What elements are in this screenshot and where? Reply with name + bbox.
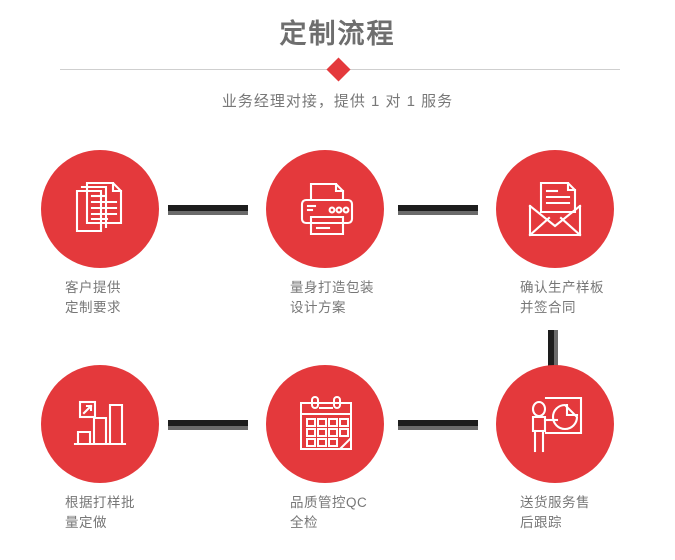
connector-step1-step2 <box>168 205 248 215</box>
bar-chart-growth-icon <box>70 394 130 454</box>
step-4-circle <box>41 365 159 483</box>
title-divider <box>0 56 675 84</box>
connector-shadow <box>168 211 248 215</box>
connector-bar <box>548 330 554 370</box>
printer-icon <box>294 178 356 240</box>
step-6-label: 送货服务售 后跟踪 <box>520 495 590 530</box>
connector-bar <box>398 420 478 426</box>
connector-step3-step6 <box>548 330 559 370</box>
calendar-icon <box>294 393 356 455</box>
process-row-top: 客户提供 定制要求 <box>0 150 675 345</box>
connector-shadow <box>398 211 478 215</box>
connector-bar <box>168 420 248 426</box>
connector-shadow <box>554 330 558 370</box>
process-step-3[interactable]: 确认生产样板 并签合同 <box>475 150 635 345</box>
connector-step4-step5 <box>168 420 248 430</box>
step-5-circle <box>266 365 384 483</box>
step-1-circle <box>41 150 159 268</box>
step-5-label: 品质管控QC 全检 <box>290 495 368 530</box>
process-flow: 客户提供 定制要求 <box>0 150 675 550</box>
step-6-circle <box>496 365 614 483</box>
connector-bar <box>398 205 478 211</box>
connector-bar <box>168 205 248 211</box>
step-2-circle <box>266 150 384 268</box>
diamond-icon <box>325 57 351 82</box>
page-title: 定制流程 <box>279 19 396 49</box>
process-row-bottom: 根据打样批 量定做 <box>0 365 675 560</box>
process-step-6[interactable]: 送货服务售 后跟踪 <box>475 365 635 560</box>
page-subtitle: 业务经理对接，提供 1 对 1 服务 <box>221 93 454 110</box>
step-3-label: 确认生产样板 并签合同 <box>520 280 604 315</box>
open-envelope-letter-icon <box>524 178 586 240</box>
process-step-1[interactable]: 客户提供 定制要求 <box>20 150 180 345</box>
header: 定制流程 业务经理对接，提供 1 对 1 服务 <box>0 0 675 130</box>
step-1-label: 客户提供 定制要求 <box>65 280 121 315</box>
presenter-pie-chart-icon <box>524 393 586 455</box>
step-4-label: 根据打样批 量定做 <box>65 495 135 530</box>
connector-shadow <box>168 426 248 430</box>
step-3-circle <box>496 150 614 268</box>
connector-shadow <box>398 426 478 430</box>
documents-stack-icon <box>69 178 131 240</box>
process-step-2[interactable]: 量身打造包装 设计方案 <box>245 150 405 345</box>
step-2-label: 量身打造包装 设计方案 <box>290 280 374 315</box>
connector-step2-step3 <box>398 205 478 215</box>
process-step-5[interactable]: 品质管控QC 全检 <box>245 365 405 560</box>
connector-step5-step6 <box>398 420 478 430</box>
process-step-4[interactable]: 根据打样批 量定做 <box>20 365 180 560</box>
